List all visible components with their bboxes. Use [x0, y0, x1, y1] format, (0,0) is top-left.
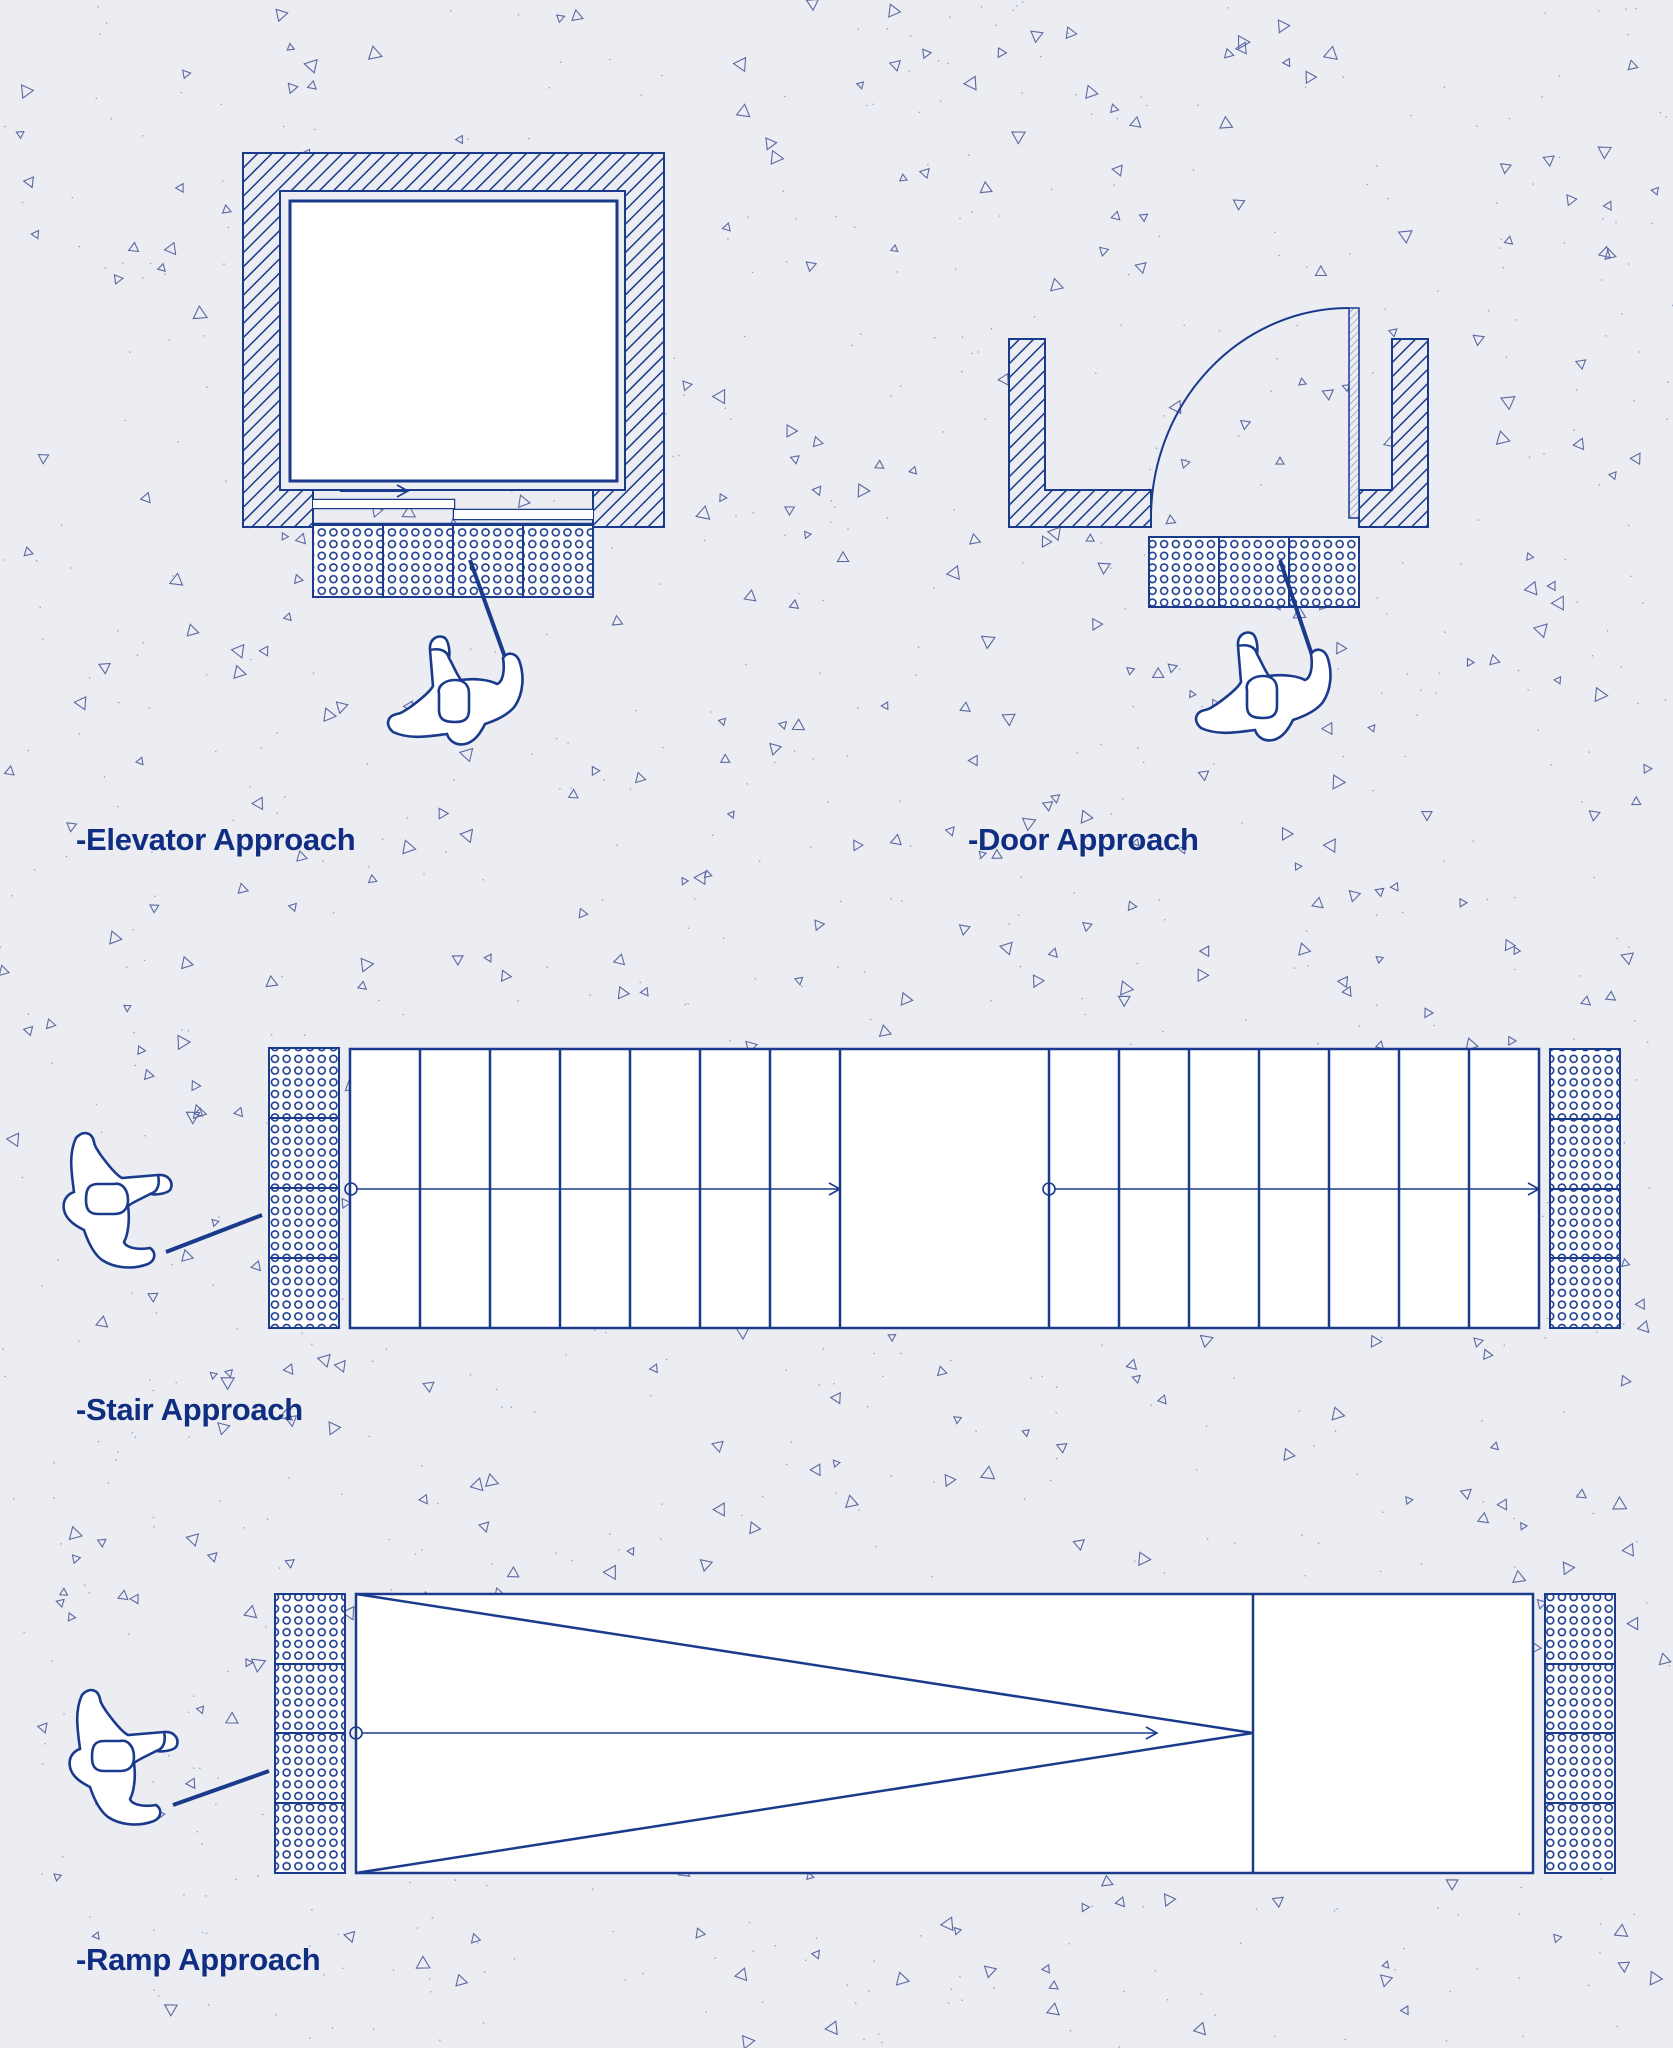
tactile-paving-stair-end: [1549, 1048, 1621, 1329]
door-approach-label: -Door Approach: [968, 822, 1199, 857]
door-right-wall: [1358, 338, 1429, 528]
door-swing-arc: [1150, 307, 1350, 518]
ramp-slope-lines: [355, 1592, 1254, 1875]
ramp-diagram: [68, 1592, 1616, 1875]
tactile-paving-ramp-start: [274, 1593, 346, 1874]
stair-approach-label: -Stair Approach: [76, 1392, 303, 1427]
tactile-paving-door: [1148, 536, 1360, 608]
stair-direction-arrows: [344, 1182, 1541, 1196]
tactile-paving-ramp-end: [1544, 1593, 1616, 1874]
tactile-paving-stair-start: [268, 1047, 340, 1329]
white-cane: [1278, 559, 1314, 656]
elevator-shaft-inner-edge: [279, 190, 626, 491]
person-with-cane-icon: [68, 1688, 179, 1826]
ramp-direction-arrow: [349, 1726, 1159, 1740]
person-with-cane-icon: [62, 1131, 173, 1269]
tactile-paving-elevator: [312, 524, 594, 598]
elevator-approach-label: -Elevator Approach: [76, 822, 356, 857]
elevator-diagram: [242, 152, 665, 746]
white-cane: [468, 559, 508, 661]
door-leaf: [1348, 307, 1360, 519]
door-diagram: [1008, 307, 1429, 742]
ramp-approach-label: -Ramp Approach: [76, 1942, 321, 1977]
white-cane: [172, 1769, 270, 1807]
stair-diagram: [62, 1047, 1621, 1330]
door-left-wall: [1008, 338, 1152, 528]
elevator-car: [288, 199, 619, 483]
white-cane: [165, 1213, 263, 1254]
